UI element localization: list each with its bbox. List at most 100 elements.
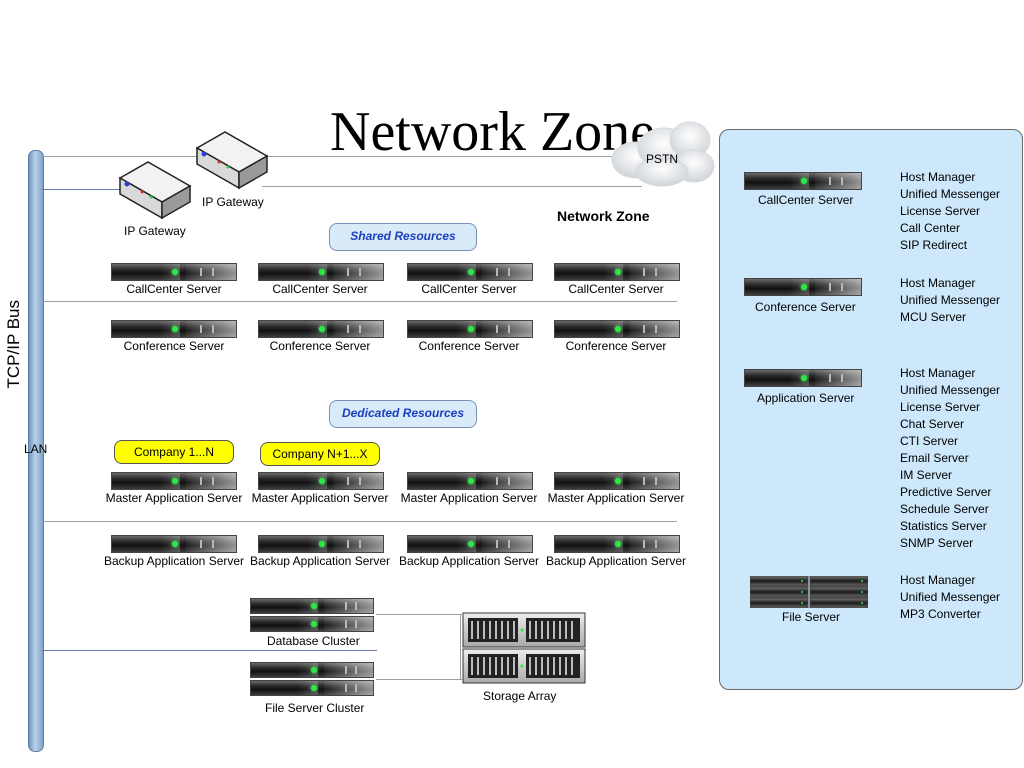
server-icon	[111, 320, 237, 338]
file-server-icon	[750, 576, 868, 608]
server-icon	[407, 263, 533, 281]
gateway-icon	[118, 161, 192, 220]
lan-label: LAN	[24, 442, 48, 456]
server-unit	[250, 662, 374, 678]
server-icon	[554, 263, 680, 281]
network-zone-label: Network Zone	[557, 208, 650, 224]
server-label: Conference Server	[269, 339, 371, 353]
connector-line	[460, 614, 461, 680]
file-server-cluster	[250, 662, 374, 696]
server-icon	[554, 472, 680, 490]
connector-line	[376, 614, 462, 615]
connector-line	[42, 301, 677, 302]
server-icon	[407, 320, 533, 338]
bus-label: TCP/IP Bus	[4, 300, 23, 389]
service-item: CTI Server	[900, 434, 959, 448]
service-list: Host Manager Unified Messenger MCU Serve…	[900, 275, 1000, 326]
service-list: Host Manager Unified Messenger License S…	[900, 169, 1000, 254]
connector-line	[262, 186, 642, 187]
service-item: SIP Redirect	[900, 238, 968, 252]
pstn-label: PSTN	[646, 152, 679, 166]
database-cluster-label: Database Cluster	[267, 634, 360, 648]
gateway-label: IP Gateway	[124, 224, 186, 238]
service-item: Chat Server	[900, 417, 965, 431]
server-icon	[554, 320, 680, 338]
service-item: License Server	[900, 204, 981, 218]
server-label: Conference Server	[565, 339, 667, 353]
server-label: CallCenter Server	[126, 282, 222, 296]
legend-server-label: Application Server	[757, 391, 855, 405]
storage-array-label: Storage Array	[483, 689, 557, 703]
server-icon	[554, 535, 680, 553]
legend-server-label: Conference Server	[755, 300, 856, 314]
connector-line	[42, 156, 642, 157]
service-item: Email Server	[900, 451, 969, 465]
server-icon	[407, 535, 533, 553]
service-item: Schedule Server	[900, 502, 989, 516]
connector-line	[376, 679, 462, 680]
legend-server-label: CallCenter Server	[758, 193, 854, 207]
database-cluster	[250, 598, 374, 632]
server-icon	[111, 472, 237, 490]
service-list: Host Manager Unified Messenger License S…	[900, 365, 1000, 552]
company-tag: Company 1...N	[114, 440, 234, 464]
server-label: Conference Server	[418, 339, 520, 353]
server-icon	[258, 535, 384, 553]
service-item: Unified Messenger	[900, 293, 1001, 307]
legend-server-label: File Server	[782, 610, 841, 624]
service-item: Unified Messenger	[900, 590, 1001, 604]
company-tag: Company N+1...X	[260, 442, 380, 466]
gateway-label: IP Gateway	[202, 195, 264, 209]
server-label: Master Application Server	[251, 491, 389, 505]
server-icon	[258, 320, 384, 338]
service-item: Host Manager	[900, 366, 976, 380]
service-list: Host Manager Unified Messenger MP3 Conve…	[900, 572, 1000, 623]
server-icon	[258, 472, 384, 490]
service-item: IM Server	[900, 468, 953, 482]
server-icon	[111, 263, 237, 281]
service-item: Unified Messenger	[900, 187, 1001, 201]
server-label: Backup Application Server	[398, 554, 540, 568]
service-item: Unified Messenger	[900, 383, 1001, 397]
server-unit	[250, 598, 374, 614]
server-label: Conference Server	[123, 339, 225, 353]
server-label: Master Application Server	[105, 491, 243, 505]
connector-line	[42, 521, 677, 522]
service-item: MCU Server	[900, 310, 967, 324]
page-title: Network Zone	[330, 101, 656, 163]
server-icon	[258, 263, 384, 281]
service-item: MP3 Converter	[900, 607, 981, 621]
server-icon	[111, 535, 237, 553]
service-item: SNMP Server	[900, 536, 974, 550]
server-label: Master Application Server	[547, 491, 685, 505]
service-item: Host Manager	[900, 573, 976, 587]
server-label: Master Application Server	[400, 491, 538, 505]
connector-line	[42, 189, 122, 190]
shared-resources-label: Shared Resources	[329, 223, 477, 251]
service-item: Call Center	[900, 221, 961, 235]
server-icon	[744, 172, 862, 190]
tcp-ip-bus	[28, 150, 44, 752]
service-item: Host Manager	[900, 170, 976, 184]
pstn-cloud	[611, 121, 715, 187]
service-item: Host Manager	[900, 276, 976, 290]
server-unit	[250, 680, 374, 696]
server-icon	[744, 278, 862, 296]
service-item: Predictive Server	[900, 485, 992, 499]
server-unit	[250, 616, 374, 632]
service-item: Statistics Server	[900, 519, 987, 533]
server-label: Backup Application Server	[545, 554, 687, 568]
dedicated-resources-label: Dedicated Resources	[329, 400, 477, 428]
file-server-cluster-label: File Server Cluster	[265, 701, 365, 715]
server-label: CallCenter Server	[272, 282, 368, 296]
storage-array-icon	[462, 612, 586, 684]
gateway-icon	[195, 131, 269, 190]
server-label: CallCenter Server	[421, 282, 517, 296]
connector-line	[42, 650, 377, 651]
service-item: License Server	[900, 400, 981, 414]
server-icon	[407, 472, 533, 490]
server-label: Backup Application Server	[103, 554, 245, 568]
server-label: Backup Application Server	[249, 554, 391, 568]
server-icon	[744, 369, 862, 387]
server-label: CallCenter Server	[568, 282, 664, 296]
